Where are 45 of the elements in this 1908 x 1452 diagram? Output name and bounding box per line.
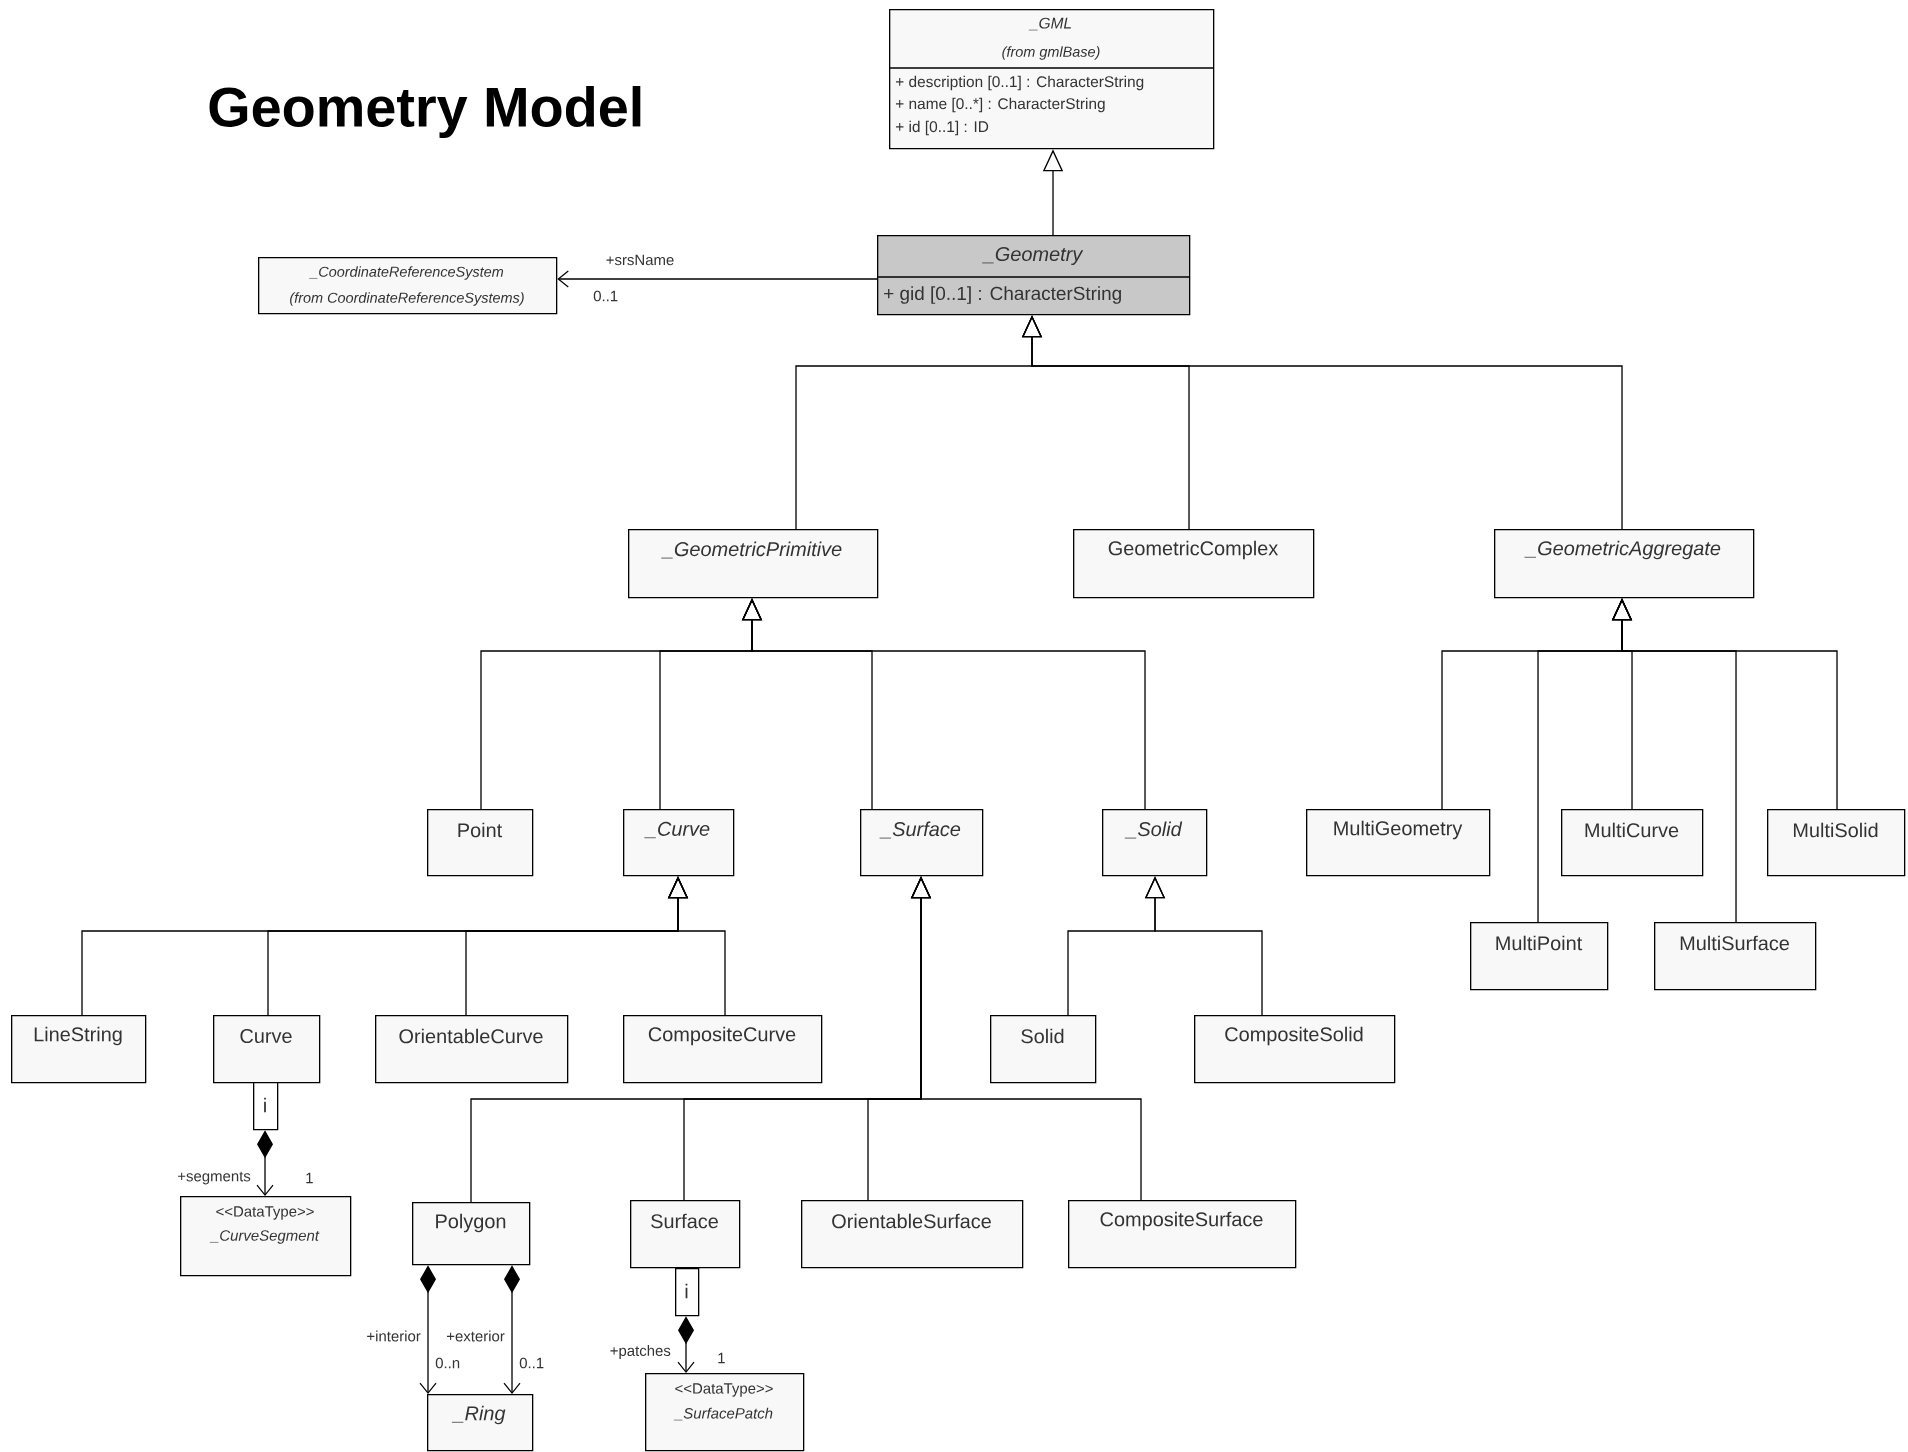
class-box: CompositeSurface xyxy=(1068,1200,1297,1269)
composition-arrow xyxy=(503,1265,521,1394)
class-box: GeometricComplex xyxy=(1073,529,1315,599)
class-box: _Ring xyxy=(427,1394,534,1452)
multiplicity-label: 0..n xyxy=(435,1357,460,1369)
class-box: MultiPoint xyxy=(1470,922,1609,991)
multiplicity-label: 0..1 xyxy=(519,1357,544,1369)
class-box: Polygon xyxy=(412,1202,531,1266)
composition-arrow xyxy=(677,1316,695,1373)
class-box: _GeometricPrimitive xyxy=(628,529,879,599)
edge-label: +srsName xyxy=(604,253,676,267)
class-box: LineString xyxy=(11,1015,147,1084)
edge-label: +exterior xyxy=(445,1329,506,1343)
class-box: Curve xyxy=(213,1015,321,1084)
class-box: OrientableSurface xyxy=(801,1200,1024,1269)
class-box: _CoordinateReferenceSystem (from CoordinateReferenceSystems) xyxy=(258,257,558,315)
multiplicity-label: 1 xyxy=(718,1352,725,1364)
class-box: Solid xyxy=(990,1015,1097,1084)
class-box: <<DataType>> _CurveSegment xyxy=(180,1196,352,1277)
edge-label: +interior xyxy=(365,1329,422,1343)
class-box: _Curve xyxy=(623,809,735,877)
class-box: _GML (from gmlBase) + description [0..1] : CharacterString + name [0..*] : CharacterString + id [0..1] : ID xyxy=(888,9,1215,150)
class-box: <<DataType>> _SurfacePatch xyxy=(645,1373,805,1452)
class-box: CompositeCurve xyxy=(623,1015,823,1084)
composition-arrow xyxy=(256,1130,274,1196)
class-box: MultiSolid xyxy=(1767,809,1906,877)
edge-label: +patches xyxy=(608,1344,672,1360)
class-box: _Geometry + gid [0..1] : CharacterString xyxy=(876,235,1191,316)
class-box: MultiSurface xyxy=(1654,922,1817,991)
class-box: Surface xyxy=(630,1200,741,1269)
composition-arrow xyxy=(419,1265,437,1394)
class-box: OrientableCurve xyxy=(375,1015,569,1084)
interface-box: i xyxy=(675,1268,700,1317)
class-box: _GeometricAggregate xyxy=(1494,529,1755,599)
class-box: MultiGeometry xyxy=(1306,809,1491,877)
multiplicity-label: 0..1 xyxy=(593,290,618,302)
edge-label: +segments xyxy=(176,1170,252,1186)
class-box: _Surface xyxy=(860,809,984,877)
class-box: Point xyxy=(427,809,534,877)
class-box: MultiCurve xyxy=(1561,809,1704,877)
class-box: _Solid xyxy=(1102,809,1208,877)
interface-box: i xyxy=(253,1082,279,1131)
title: Geometry Model xyxy=(209,86,641,138)
association-arrow xyxy=(557,270,878,288)
class-box: CompositeSolid xyxy=(1194,1015,1396,1084)
